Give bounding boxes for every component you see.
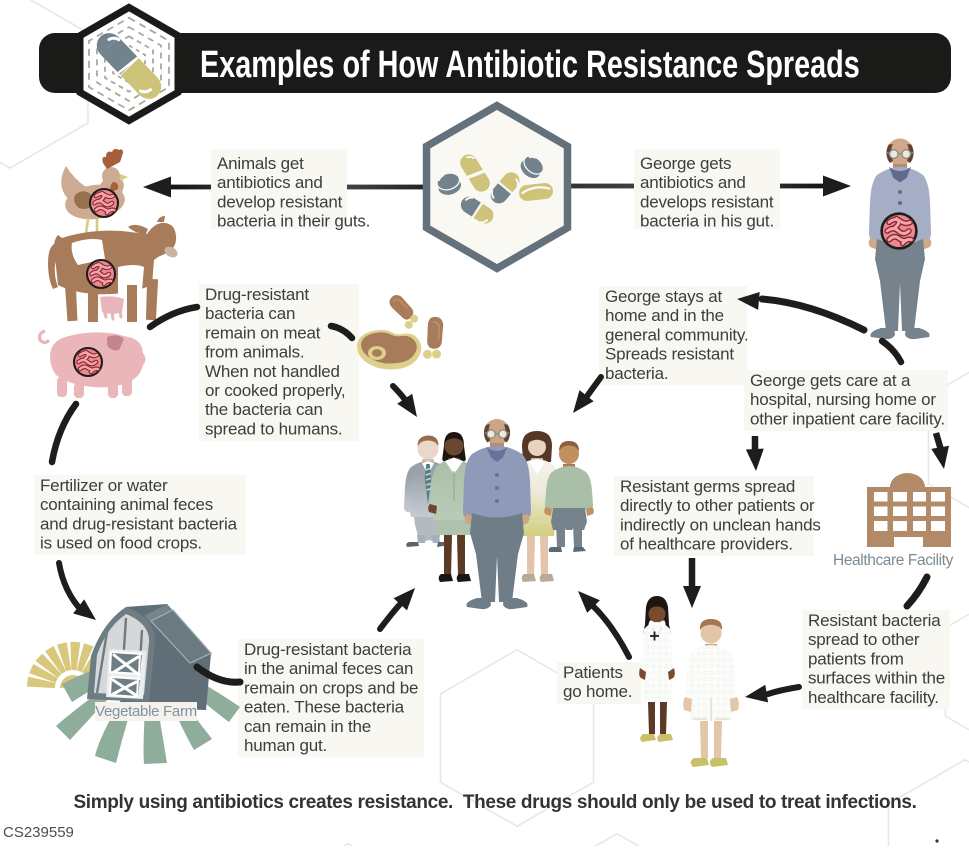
svg-text:patients from: patients from [808,649,904,668]
svg-text:is used on food crops.: is used on food crops. [40,534,202,553]
svg-text:George gets: George gets [640,154,731,173]
svg-text:Simply using antibiotics creat: Simply using antibiotics creates resista… [73,792,916,813]
svg-text:Healthcare Facility: Healthcare Facility [833,552,954,569]
svg-text:CS239559: CS239559 [3,824,74,841]
svg-text:indirectly on unclean hands: indirectly on unclean hands [620,515,821,534]
svg-text:of healthcare providers.: of healthcare providers. [620,535,793,554]
svg-text:human gut.: human gut. [244,736,327,755]
svg-text:Examples of How Antibiotic Res: Examples of How Antibiotic Resistance Sp… [200,43,860,86]
svg-text:Patients: Patients [563,663,623,682]
svg-text:Resistant germs spread: Resistant germs spread [620,477,795,496]
svg-text:spread to humans.: spread to humans. [205,419,342,438]
svg-text:home and in the: home and in the [605,306,724,325]
svg-text:healthcare facility.: healthcare facility. [808,688,939,707]
svg-text:can remain in the: can remain in the [244,717,371,736]
svg-text:When not handled: When not handled [205,362,340,381]
svg-text:eaten. These bacteria: eaten. These bacteria [244,698,405,717]
svg-text:remain on meat: remain on meat [205,323,321,342]
svg-text:George stays at: George stays at [605,287,722,306]
svg-text:the bacteria can: the bacteria can [205,400,323,419]
svg-text:antibiotics and: antibiotics and [640,173,746,192]
svg-text:from animals.: from animals. [205,343,304,362]
svg-text:bacteria in his gut.: bacteria in his gut. [640,212,774,231]
svg-text:develop resistant: develop resistant [217,192,343,211]
svg-text:general community.: general community. [605,325,748,344]
svg-text:in the animal feces can: in the animal feces can [244,659,413,678]
svg-text:Spreads resistant: Spreads resistant [605,345,734,364]
svg-text:antibiotics and: antibiotics and [217,173,323,192]
svg-text:other inpatient care facility.: other inpatient care facility. [750,409,945,428]
svg-text:containing animal feces: containing animal feces [40,495,213,514]
svg-text:Vegetable Farm: Vegetable Farm [95,703,197,720]
svg-text:bacteria in their guts.: bacteria in their guts. [217,212,370,231]
svg-text:spread to other: spread to other [808,630,920,649]
svg-text:go home.: go home. [563,682,632,701]
svg-text:Animals get: Animals get [217,154,304,173]
svg-text:bacteria can: bacteria can [205,304,295,323]
svg-text:remain on crops and be: remain on crops and be [244,678,418,697]
svg-text:and drug-resistant bacteria: and drug-resistant bacteria [40,514,238,533]
svg-text:surfaces within the: surfaces within the [808,669,945,688]
svg-text:directly to other patients or: directly to other patients or [620,496,815,515]
svg-text:develops resistant: develops resistant [640,192,774,211]
svg-text:Resistant bacteria: Resistant bacteria [808,611,941,630]
svg-text:Drug-resistant bacteria: Drug-resistant bacteria [244,640,412,659]
svg-text:George gets care at a: George gets care at a [750,371,911,390]
svg-text:or cooked properly,: or cooked properly, [205,381,345,400]
svg-text:hospital, nursing home or: hospital, nursing home or [750,390,936,409]
svg-text:bacteria.: bacteria. [605,364,668,383]
svg-text:Drug-resistant: Drug-resistant [205,285,309,304]
svg-text:Fertilizer or water: Fertilizer or water [40,476,168,495]
